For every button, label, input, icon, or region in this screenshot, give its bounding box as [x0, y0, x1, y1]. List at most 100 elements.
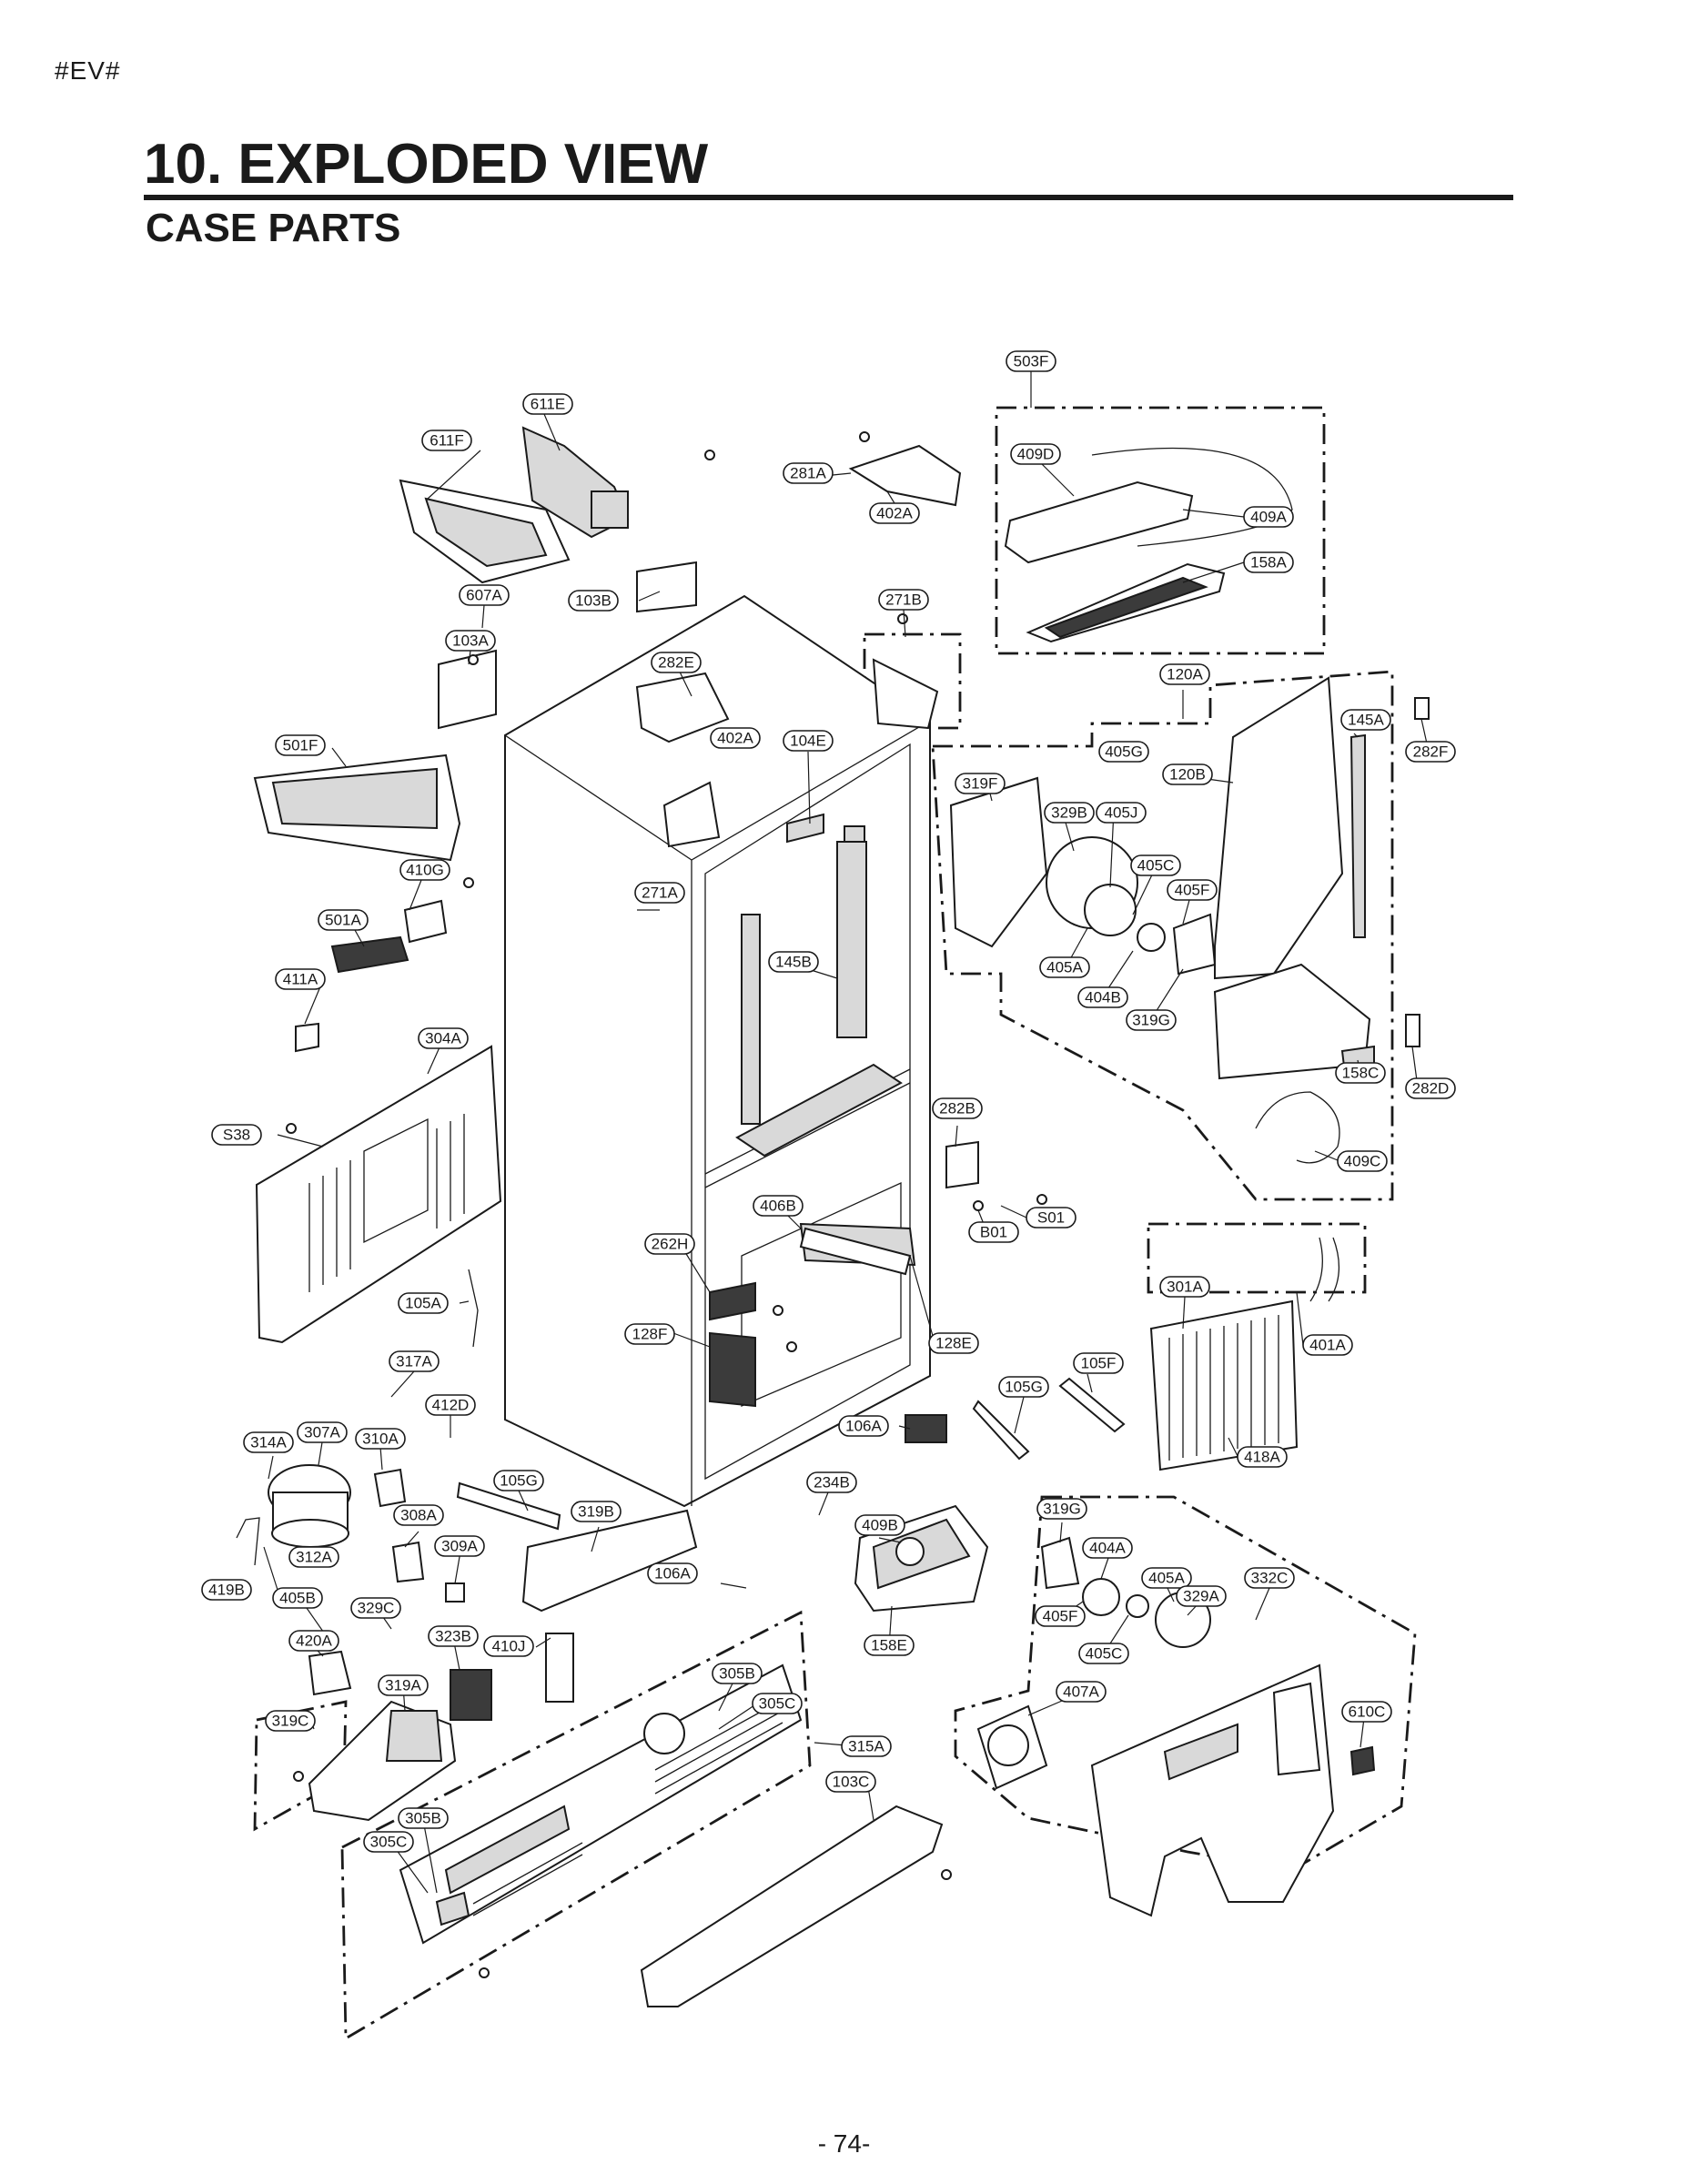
callout: 405A — [1141, 1567, 1192, 1589]
svg-text:128F: 128F — [632, 1326, 668, 1343]
svg-text:319G: 319G — [1043, 1501, 1081, 1518]
callout: 158A — [1243, 551, 1294, 573]
svg-text:329A: 329A — [1183, 1588, 1219, 1605]
svg-text:319C: 319C — [272, 1713, 309, 1730]
svg-text:405C: 405C — [1086, 1645, 1123, 1663]
svg-text:420A: 420A — [296, 1633, 332, 1650]
svg-text:158A: 158A — [1250, 554, 1287, 571]
callout: 409A — [1243, 506, 1294, 528]
svg-text:S01: S01 — [1037, 1209, 1065, 1227]
svg-text:409D: 409D — [1017, 446, 1055, 463]
callout: 310A — [355, 1428, 406, 1450]
svg-text:405A: 405A — [1046, 959, 1083, 976]
svg-text:405A: 405A — [1148, 1570, 1185, 1587]
callout: 323B — [428, 1625, 479, 1647]
svg-text:319G: 319G — [1132, 1012, 1170, 1029]
section-heading: 10. EXPLODED VIEW — [144, 135, 1513, 200]
callout: 308A — [393, 1504, 444, 1526]
svg-text:419B: 419B — [208, 1582, 245, 1599]
callout: 607A — [459, 584, 510, 606]
svg-text:120B: 120B — [1169, 766, 1206, 784]
svg-text:308A: 308A — [400, 1507, 437, 1524]
svg-text:402A: 402A — [876, 505, 913, 522]
callout: 106A — [838, 1415, 889, 1437]
callout: 501A — [318, 909, 369, 931]
svg-text:145B: 145B — [775, 954, 812, 971]
callout: 262H — [644, 1233, 695, 1255]
svg-text:409C: 409C — [1344, 1153, 1381, 1170]
svg-text:301A: 301A — [1167, 1279, 1203, 1296]
svg-text:410J: 410J — [492, 1638, 526, 1655]
top-components — [253, 426, 962, 1053]
callout: 332C — [1244, 1567, 1295, 1589]
svg-text:234B: 234B — [814, 1474, 850, 1491]
svg-text:103B: 103B — [575, 592, 612, 610]
svg-text:128E: 128E — [935, 1335, 972, 1352]
callout: 120B — [1162, 763, 1213, 785]
callout: 405F — [1035, 1605, 1086, 1627]
callout: 103A — [445, 630, 496, 652]
bottom-left-components — [236, 1464, 698, 1822]
svg-text:611E: 611E — [531, 396, 565, 413]
svg-text:282E: 282E — [658, 654, 694, 672]
callout: 405G — [1098, 741, 1149, 763]
callout: 405A — [1039, 956, 1090, 978]
svg-text:323B: 323B — [435, 1628, 471, 1645]
svg-text:317A: 317A — [396, 1353, 432, 1370]
callout: 401A — [1302, 1334, 1353, 1356]
svg-text:401A: 401A — [1309, 1337, 1346, 1354]
svg-text:406B: 406B — [760, 1198, 796, 1215]
svg-text:309A: 309A — [441, 1538, 478, 1555]
callout: 405F — [1167, 879, 1218, 901]
svg-text:305C: 305C — [370, 1834, 408, 1851]
svg-text:314A: 314A — [250, 1434, 287, 1451]
callout: 402A — [710, 727, 761, 749]
svg-text:405C: 405C — [1137, 857, 1175, 875]
left-rear-cover — [255, 1045, 502, 1348]
svg-text:120A: 120A — [1167, 666, 1203, 683]
callout: 307A — [297, 1421, 348, 1443]
callout: 309A — [434, 1535, 485, 1557]
callout: 610C — [1341, 1701, 1392, 1723]
bottom-right-components — [854, 1504, 1376, 1917]
callouts: 503F 611E 611F 281A 402A 409D 409A 158A … — [201, 350, 1456, 1853]
callout: 271A — [634, 882, 685, 904]
callout: 329C — [350, 1597, 401, 1619]
callout: 409C — [1337, 1150, 1388, 1172]
callout: S38 — [211, 1124, 262, 1146]
callout: 407A — [1056, 1681, 1107, 1703]
callout: 305C — [752, 1693, 803, 1714]
svg-text:305B: 305B — [719, 1665, 755, 1683]
callout: 409B — [854, 1514, 905, 1536]
svg-text:503F: 503F — [1014, 353, 1049, 370]
callout: 106A — [647, 1562, 698, 1584]
svg-text:104E: 104E — [790, 733, 826, 750]
callout: 158C — [1335, 1062, 1386, 1084]
svg-text:611F: 611F — [430, 432, 464, 450]
callout: 103B — [568, 590, 619, 612]
svg-text:305C: 305C — [759, 1695, 796, 1713]
callout: 405B — [272, 1587, 323, 1609]
svg-text:282B: 282B — [939, 1100, 975, 1117]
callout: 405J — [1096, 802, 1147, 824]
callout: 329B — [1044, 802, 1095, 824]
callout: 501F — [275, 734, 326, 756]
svg-text:418A: 418A — [1244, 1449, 1280, 1466]
svg-text:405F: 405F — [1043, 1608, 1078, 1625]
svg-text:281A: 281A — [790, 465, 826, 482]
callout: 319G — [1036, 1498, 1087, 1520]
callout: 419B — [201, 1579, 252, 1601]
page-number: - 74- — [817, 2129, 871, 2158]
callout: 145B — [768, 951, 819, 973]
callout: 281A — [783, 462, 834, 484]
svg-text:405B: 405B — [279, 1590, 316, 1607]
callout: 312A — [288, 1546, 339, 1568]
svg-text:158C: 158C — [1342, 1065, 1380, 1082]
svg-text:315A: 315A — [848, 1738, 884, 1755]
svg-text:S38: S38 — [223, 1127, 250, 1144]
callout: 611E — [522, 393, 573, 415]
callout: 315A — [841, 1735, 892, 1757]
callout: 418A — [1237, 1446, 1288, 1468]
svg-text:106A: 106A — [654, 1565, 691, 1582]
